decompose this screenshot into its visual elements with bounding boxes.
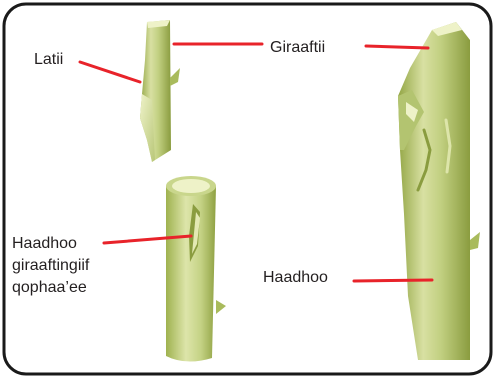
label-prepared-rootstock: Haadhoo giraaftingiif qophaa’ee	[12, 233, 89, 299]
grafted-plant	[398, 22, 480, 360]
leader-haadhoo	[354, 280, 432, 281]
leader-giraaftii-right	[366, 46, 428, 48]
label-haadhoo: Haadhoo	[263, 268, 328, 288]
label-giraaftii: Giraaftii	[270, 38, 325, 58]
label-prepared-line-1: Haadhoo	[12, 233, 89, 255]
label-prepared-line-3: qophaa’ee	[12, 277, 89, 299]
label-latii: Latii	[34, 50, 63, 70]
label-prepared-line-2: giraaftingiif	[12, 255, 89, 277]
